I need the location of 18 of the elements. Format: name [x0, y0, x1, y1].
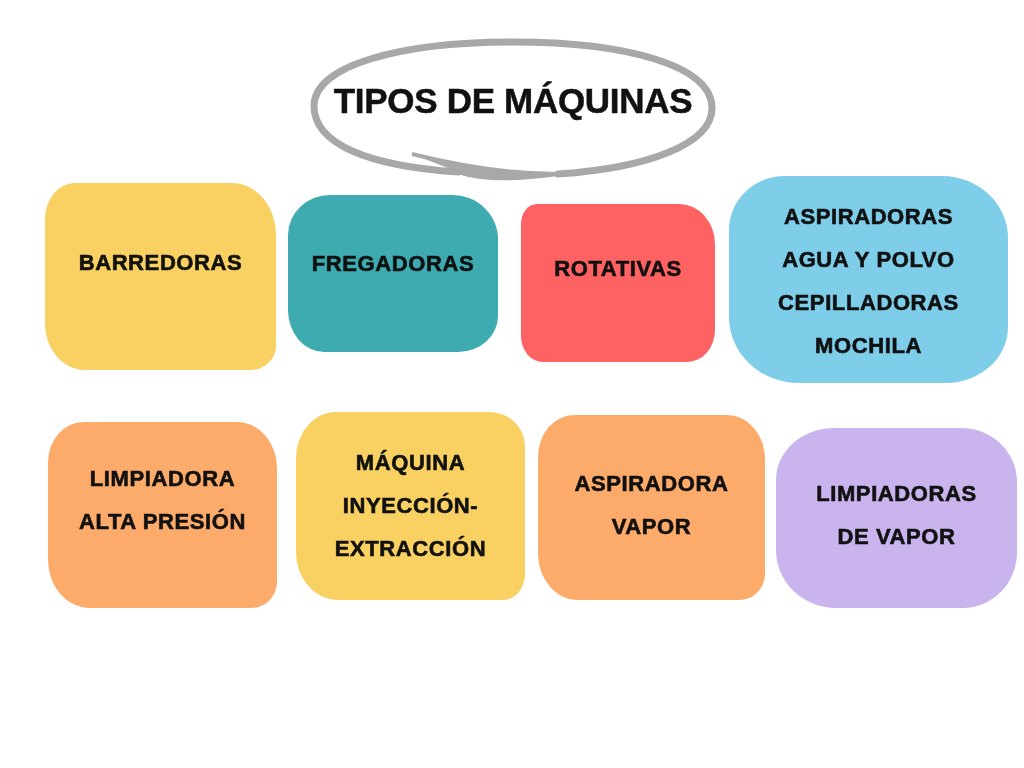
card-label: LIMPIADORA ALTA PRESIÓN	[78, 465, 247, 536]
card-label: ROTATIVAS	[554, 255, 682, 283]
card-label: FREGADORAS	[311, 250, 475, 278]
blob-card	[776, 428, 1017, 608]
blob-card	[538, 415, 765, 600]
card-label: MÁQUINA INYECCIÓN-EXTRACCIÓN	[333, 449, 488, 563]
blob-card	[288, 195, 498, 352]
card-label: CEPILLADORAS MOCHILA	[777, 289, 960, 360]
blob-card	[521, 204, 715, 362]
card-label: BARREDORAS	[78, 249, 243, 277]
blob-card	[729, 176, 1008, 383]
card-label: LIMPIADORAS DE VAPOR	[815, 480, 978, 551]
blob-card	[48, 422, 277, 608]
card-label: ASPIRADORAS AGUA Y POLVO	[781, 203, 956, 274]
blob-card	[45, 183, 276, 370]
card-label: ASPIRADORA VAPOR	[573, 470, 730, 541]
blob-card	[296, 412, 525, 600]
heading-text: TIPOS DE MÁQUINAS	[333, 81, 693, 120]
